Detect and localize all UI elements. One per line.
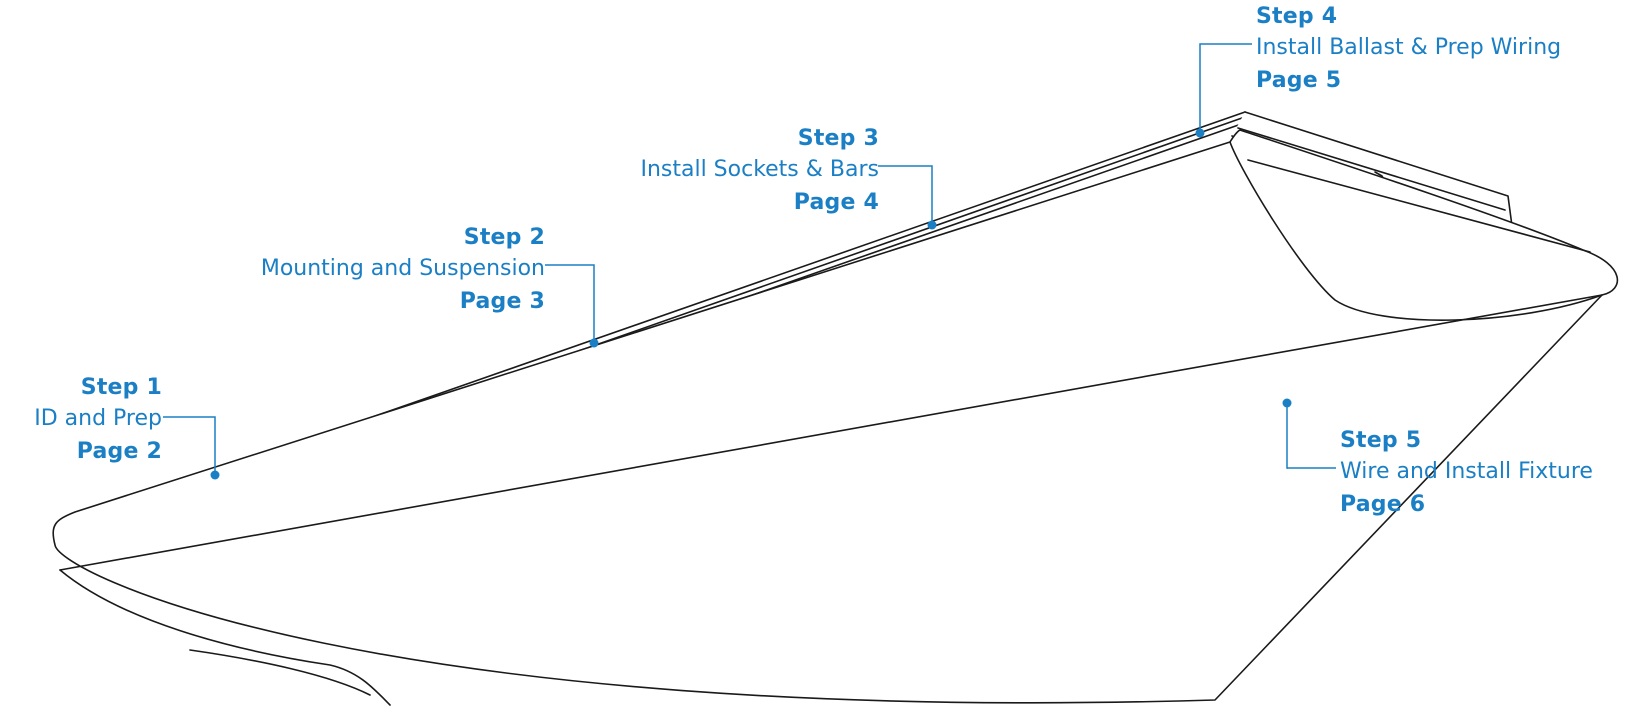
step-4-label: Step 4 [1256,4,1338,29]
step-1-page[interactable]: Page 2 [76,439,162,464]
step-3-description: Install Sockets & Bars [640,157,879,182]
leader-step-3 [878,165,933,225]
step-2-label: Step 2 [463,225,545,250]
step-1-label: Step 1 [80,375,162,400]
callout-step-3: Step 3 Install Sockets & Bars Page 4 [640,128,879,214]
step-4-description: Install Ballast & Prep Wiring [1256,35,1562,60]
leader-step-2 [545,264,595,343]
step-5-description: Wire and Install Fixture [1340,459,1593,484]
leader-step-1 [163,416,216,474]
step-3-page[interactable]: Page 4 [793,190,879,215]
callout-step-5: Step 5 Wire and Install Fixture Page 6 [1340,430,1593,516]
step-5-page[interactable]: Page 6 [1340,492,1426,517]
callout-step-1: Step 1 ID and Prep Page 2 [34,377,162,463]
step-2-description: Mounting and Suspension [260,256,545,281]
callout-step-4: Step 4 Install Ballast & Prep Wiring Pag… [1256,6,1561,92]
step-4-page[interactable]: Page 5 [1256,68,1342,93]
fixture-lens-crease [59,294,1603,571]
marker-step-4 [1195,128,1205,138]
marker-step-2 [589,338,599,348]
step-5-label: Step 5 [1340,428,1422,453]
marker-step-1 [210,470,220,480]
fixture-right-cap [1229,141,1603,321]
leader-step-4 [1199,43,1252,133]
marker-step-5 [1282,398,1292,408]
step-1-description: ID and Prep [34,406,162,431]
step-3-label: Step 3 [797,126,879,151]
step-2-page[interactable]: Page 3 [459,289,545,314]
fixture-left-cap [59,569,391,706]
fixture-lens [52,129,1619,704]
callout-step-2: Step 2 Mounting and Suspension Page 3 [261,227,545,313]
marker-step-3 [927,220,937,230]
